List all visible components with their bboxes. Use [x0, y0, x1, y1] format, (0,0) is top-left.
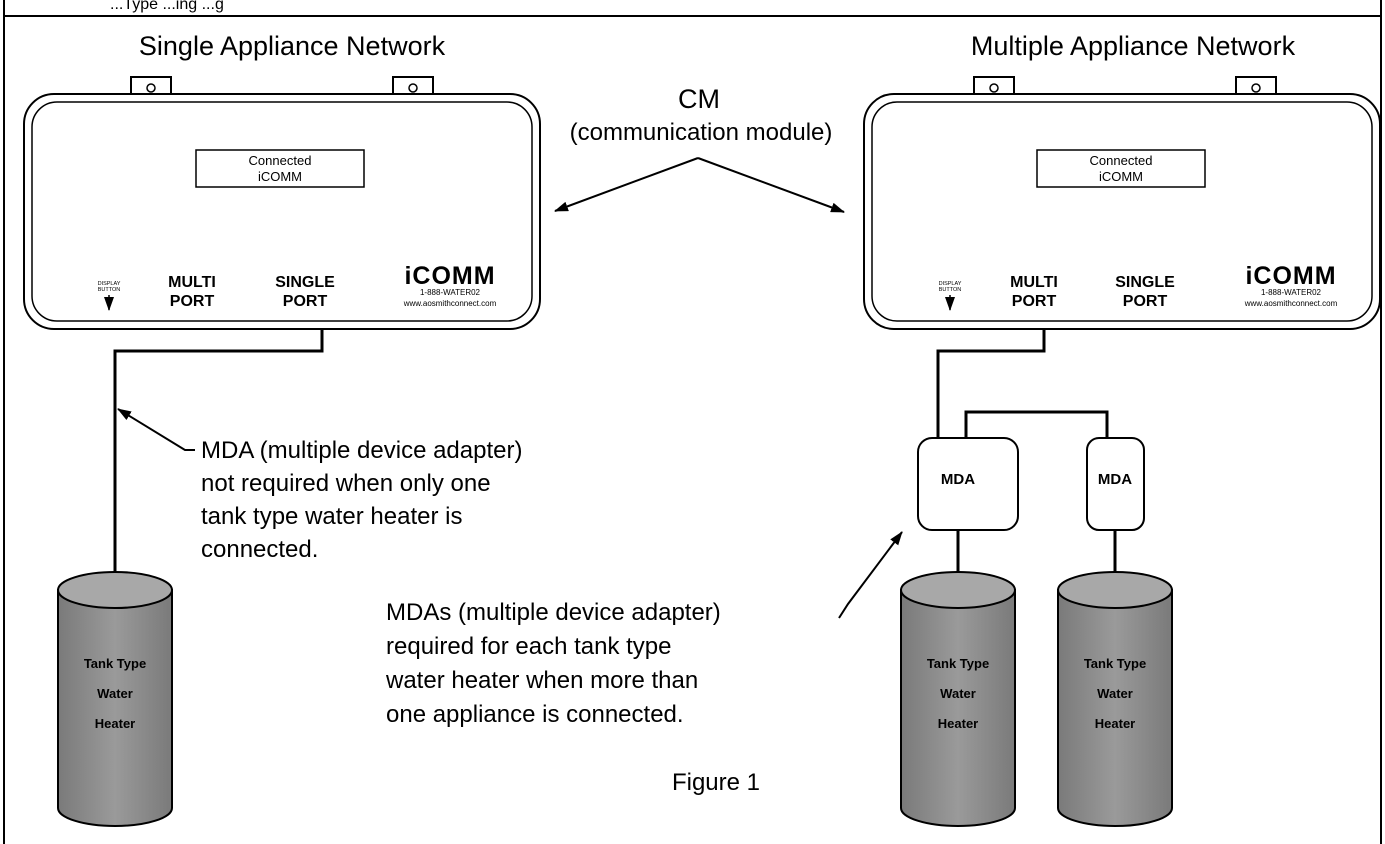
cm-label: CM	[678, 84, 720, 114]
mdas-note-line2: required for each tank type	[386, 633, 672, 660]
right-multi-port-line1: MULTI	[1010, 274, 1058, 291]
left-tank	[57, 571, 173, 827]
left-module-body	[23, 93, 541, 330]
right-tank-2-label-line1: Tank Type	[1084, 656, 1146, 671]
left-title: Single Appliance Network	[139, 31, 446, 61]
right-tank-1-label-line1: Tank Type	[927, 656, 989, 671]
left-display-line2: iCOMM	[258, 169, 302, 184]
right-display-line1: Connected	[1090, 153, 1153, 168]
mdas-note-line1: MDAs (multiple device adapter)	[386, 599, 721, 626]
left-cable	[113, 330, 324, 578]
mdas-note-line3: water heater when more than	[385, 667, 698, 694]
header-fragment: ...Type ...ing ...g	[110, 0, 224, 13]
right-single-port-line1: SINGLE	[1115, 274, 1175, 291]
mda-note-line2: not required when only one	[201, 470, 491, 497]
right-tank-1-label-line3: Heater	[938, 716, 978, 731]
right-cable-main	[936, 330, 1046, 441]
right-module-inner	[871, 101, 1373, 322]
right-tank-2	[1057, 571, 1173, 827]
right-single-port-line2: PORT	[1123, 293, 1168, 310]
figure-caption: Figure 1	[672, 769, 760, 796]
right-display-button-line1: DISPLAY	[939, 281, 962, 287]
right-brand-phone: 1-888-WATER02	[1261, 288, 1322, 297]
left-tank-label-line2: Water	[97, 686, 133, 701]
left-display-line1: Connected	[249, 153, 312, 168]
left-multi-port-line2: PORT	[170, 293, 215, 310]
right-display-screen	[1036, 149, 1206, 188]
mda-note-arrow	[117, 408, 195, 451]
left-network: Single Appliance Network Connected iCOMM…	[23, 31, 541, 827]
left-multi-port-line1: MULTI	[168, 274, 216, 291]
right-tank-2-label-line3: Heater	[1095, 716, 1135, 731]
mda-note-line1: MDA (multiple device adapter)	[201, 437, 522, 464]
right-tank-1	[900, 571, 1016, 827]
left-tank-label-line3: Heater	[95, 716, 135, 731]
right-network: Multiple Appliance Network Connected iCO…	[863, 31, 1381, 827]
right-tank-1-label-line2: Water	[940, 686, 976, 701]
right-brand-logo: iCOMM	[1245, 262, 1336, 290]
mda-box-2-label: MDA	[1098, 471, 1132, 488]
left-brand-logo: iCOMM	[404, 262, 495, 290]
right-brand-url: www.aosmithconnect.com	[1244, 299, 1338, 308]
left-tank-label-line1: Tank Type	[84, 656, 146, 671]
left-display-button-line2: BUTTON	[98, 287, 121, 293]
mda-note-line3: tank type water heater is	[201, 503, 462, 530]
cm-arrow-right	[697, 157, 845, 213]
left-single-port-line1: SINGLE	[275, 274, 335, 291]
left-brand-url: www.aosmithconnect.com	[403, 299, 497, 308]
left-display-screen	[195, 149, 365, 188]
mdas-note-arrow	[838, 531, 903, 619]
mdas-note-line4: one appliance is connected.	[386, 701, 684, 728]
right-title: Multiple Appliance Network	[971, 31, 1296, 61]
left-brand-phone: 1-888-WATER02	[420, 288, 481, 297]
left-module-inner	[31, 101, 533, 322]
right-display-button-line2: BUTTON	[939, 287, 962, 293]
right-mount-tab-1	[973, 76, 1015, 98]
right-tank-2-label-line2: Water	[1097, 686, 1133, 701]
left-display-button-line1: DISPLAY	[98, 281, 121, 287]
right-display-line2: iCOMM	[1099, 169, 1143, 184]
mda-box-1	[917, 437, 1019, 531]
left-single-port-line2: PORT	[283, 293, 328, 310]
right-cable-mda-link	[964, 410, 1109, 441]
right-module-body	[863, 93, 1381, 330]
mda-box-1-label: MDA	[941, 471, 975, 488]
mda-note-line4: connected.	[201, 536, 318, 563]
cm-arrow-left	[554, 157, 699, 212]
cm-sublabel: (communication module)	[570, 119, 833, 146]
right-multi-port-line2: PORT	[1012, 293, 1057, 310]
